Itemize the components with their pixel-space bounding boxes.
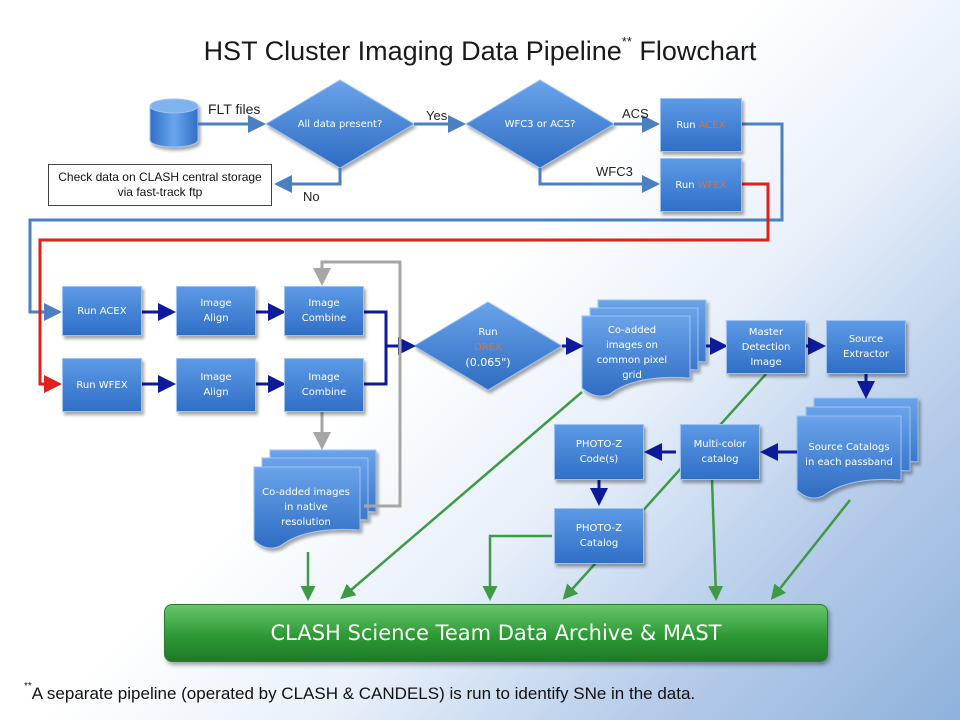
title-suffix: Flowchart — [639, 36, 757, 66]
photoz-catalog-box: PHOTO-Z Catalog — [554, 508, 644, 564]
run-drex-label: Run DREX (0.065") — [444, 320, 532, 374]
archive-box: CLASH Science Team Data Archive & MAST — [164, 604, 828, 662]
database-icon — [149, 98, 199, 148]
drex-diamond — [413, 301, 563, 391]
run-acex-box: Run ACEX — [62, 286, 142, 336]
run-wfex-prefix: Run — [675, 179, 698, 191]
coadded-common-label: Co-added images on common pixel grid — [596, 325, 668, 381]
source-extractor-box: Source Extractor — [826, 320, 906, 374]
instrument-label: WFC3 or ACS? — [504, 118, 576, 130]
no-label: No — [303, 189, 320, 204]
photoz-codes-box: PHOTO-Z Code(s) — [554, 424, 644, 480]
run-acex-accent: ACEX — [698, 119, 726, 131]
title-text: HST Cluster Imaging Data Pipeline — [203, 36, 622, 66]
multicolor-catalog-box: Multi-color catalog — [680, 424, 760, 480]
source-catalogs-label: Source Catalogs in each passband — [805, 442, 893, 468]
page-title: HST Cluster Imaging Data Pipeline** Flow… — [0, 34, 960, 67]
check-data-box: Check data on CLASH central storage via … — [48, 164, 272, 206]
flt-files-label: FLT files — [208, 101, 261, 117]
master-detection-box: Master Detection Image — [726, 320, 806, 374]
run-wfex-box-top: Run WFEX — [660, 158, 742, 212]
run-acex-prefix: Run — [676, 119, 699, 131]
image-combine-box-1: Image Combine — [284, 286, 364, 336]
source-catalogs-stack — [796, 397, 919, 499]
run-drex-line1: Run — [478, 326, 498, 338]
run-acex-box-top: Run ACEX — [660, 98, 742, 152]
image-align-box-2: Image Align — [176, 358, 256, 412]
footnote-text: A separate pipeline (operated by CLASH &… — [31, 684, 696, 703]
image-combine-box-2: Image Combine — [284, 358, 364, 412]
footnote: **A separate pipeline (operated by CLASH… — [24, 681, 696, 704]
run-drex-scale: (0.065") — [465, 355, 511, 369]
footnote-mark: ** — [24, 681, 32, 693]
acs-label: ACS — [622, 106, 649, 121]
title-mark: ** — [621, 34, 632, 49]
coadded-native-label: Co-added images in native resolution — [262, 486, 350, 528]
coadded-common-stack — [581, 299, 707, 397]
image-align-box-1: Image Align — [176, 286, 256, 336]
all-data-present-label: All data present? — [297, 118, 383, 130]
coadded-native-stack — [253, 449, 377, 549]
run-drex-accent: DREX — [474, 341, 502, 353]
run-wfex-box: Run WFEX — [62, 358, 142, 412]
wfc3-label: WFC3 — [596, 164, 633, 179]
run-wfex-accent: WFEX — [697, 179, 727, 191]
yes-label: Yes — [426, 108, 448, 123]
